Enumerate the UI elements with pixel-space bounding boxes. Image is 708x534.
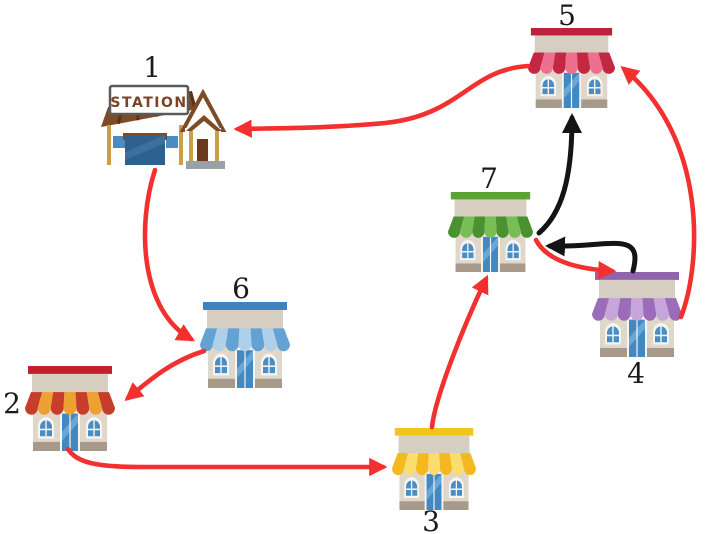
station-trim [179,125,183,165]
shop-roof-bar [530,28,613,36]
node-shop-3 [392,428,476,511]
shop-roof-bar [394,428,474,436]
awning-scallop [604,298,621,321]
awning-scallop [439,453,452,476]
awning-scallop [50,392,65,415]
node-label-5: 5 [558,0,576,32]
shop-roof-bar [595,272,679,280]
awning-scallop [97,392,115,415]
station-sign [108,84,190,116]
awning-scallop [552,52,567,74]
node-shop-7 [448,192,533,273]
node-label-7: 7 [480,162,498,195]
station-side-door [197,139,208,163]
porch-gable [192,121,216,131]
awning-scallop [540,52,556,74]
awning-scallop [75,392,90,415]
labels-layer: 1 5 7 4 6 2 3 [3,0,645,534]
awning-scallop [664,298,682,321]
route-arrow-4-to-7 [545,236,638,274]
route-arrow-1-to-6 [142,167,195,342]
node-shop-5 [528,28,615,109]
route-arrow-4-to-5 [620,66,697,320]
route-arrow-3-to-7 [429,274,489,430]
nodes-layer: STATION [25,28,682,511]
node-shop-6 [200,302,290,388]
node-shop-4 [592,272,682,357]
awning-scallop [528,52,545,74]
route-arrow-2-to-3 [65,446,388,477]
awning-scallop [460,453,476,476]
awning-scallop [617,298,632,321]
awning-scallop [598,52,615,74]
awning-scallop [261,328,278,352]
shop-roof-bar [450,192,531,200]
awning-scallop [472,216,486,238]
route-arrow-6-to-2 [124,348,207,401]
awning-scallop [642,298,657,321]
node-label-4: 4 [627,357,645,390]
awning-scallop [392,453,408,476]
awning-scallop [272,328,290,352]
awning-scallop [484,216,497,238]
awning-scallop [225,328,240,352]
porch-column [215,131,219,163]
awning-scallop [506,216,521,238]
route-arrow-7-to-5 [536,113,582,236]
awning-scallop [416,453,429,476]
awning-scallop [460,216,475,238]
node-label-6: 6 [232,272,250,305]
station-trim [107,125,111,165]
station-sign-text: STATION [110,95,187,111]
awning-scallop [448,216,465,238]
node-label-3: 3 [422,505,440,534]
awning-scallop [25,392,43,415]
station-step [186,161,225,169]
awning-scallop [495,216,509,238]
awning-scallop [250,328,265,352]
awning-scallop [653,298,670,321]
awning-scallop [587,52,603,74]
route-arrow-7-to-4 [533,237,617,280]
edges-layer [65,63,697,477]
awning-scallop [238,328,252,352]
porch-column [189,131,193,163]
node-label-2: 2 [3,387,21,420]
awning-scallop [592,298,610,321]
awning-scallop [63,392,77,415]
awning-scallop [428,453,440,476]
awning-scallop [86,392,103,415]
awning-scallop [565,52,578,74]
awning-scallop [37,392,54,415]
node-station-1: STATION [101,84,227,169]
awning-scallop [200,328,218,352]
shop-roof-bar [203,302,287,311]
station-window [113,136,125,148]
awning-scallop [449,453,464,476]
node-label-1: 1 [143,51,161,84]
route-arrow-5-to-1 [233,63,531,138]
awning-scallop [516,216,533,238]
station-window [166,136,178,148]
garage-highlight [125,135,165,160]
awning-scallop [404,453,419,476]
awning-scallop [212,328,229,352]
node-shop-2 [25,366,115,451]
shop-roof-bar [28,366,112,374]
awning-scallop [576,52,591,74]
awning-scallop [630,298,644,321]
